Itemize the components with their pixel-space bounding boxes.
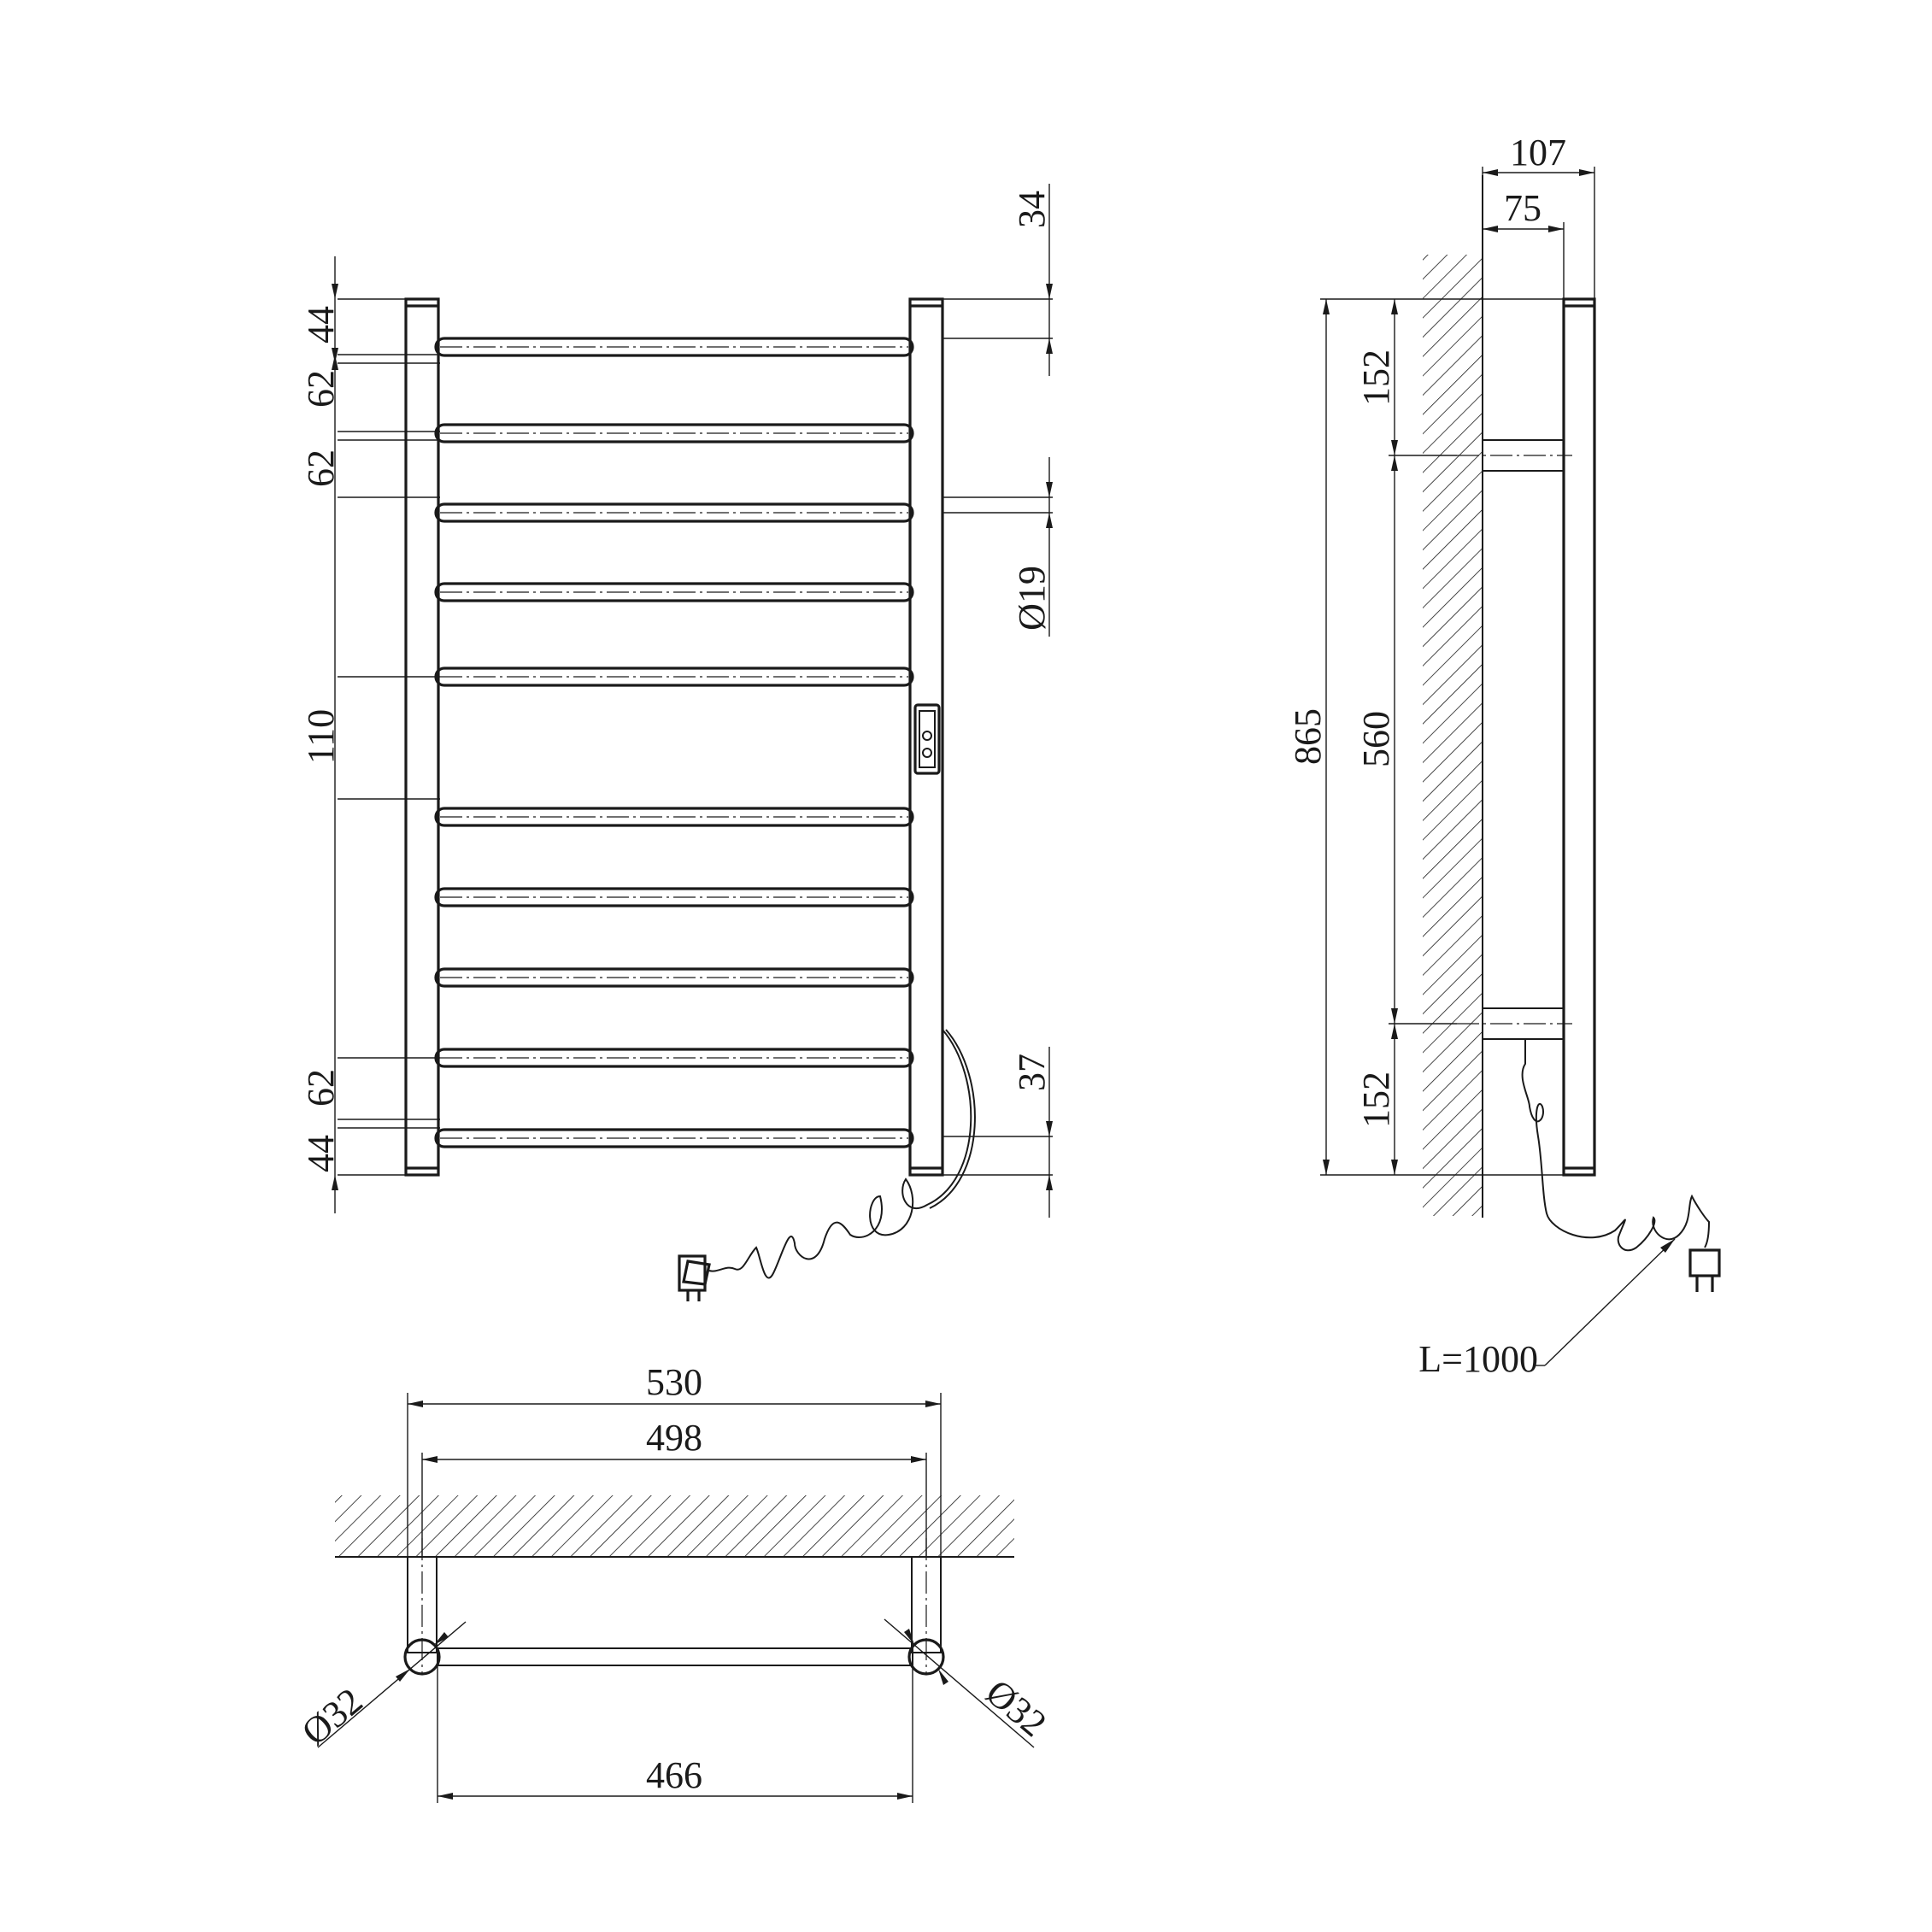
power-cable bbox=[678, 1029, 976, 1301]
horizontal-bar-8 bbox=[434, 967, 914, 988]
right-post bbox=[908, 297, 944, 1177]
dim-right-diameter: Ø19 bbox=[1011, 566, 1053, 631]
dim-top-right-diameter: Ø32 bbox=[978, 1671, 1055, 1745]
dim-left-4: 110 bbox=[300, 709, 342, 764]
dim-side-865: 865 bbox=[1287, 708, 1329, 765]
dim-left-5: 62 bbox=[300, 1069, 342, 1107]
top-bar bbox=[437, 1647, 913, 1666]
top-left-tube bbox=[403, 1638, 441, 1676]
dim-left-3: 62 bbox=[300, 449, 342, 487]
dim-left-1: 44 bbox=[300, 306, 342, 344]
dim-top-left-diameter: Ø32 bbox=[294, 1680, 371, 1753]
horizontal-bar-1 bbox=[434, 337, 914, 357]
dim-top-498: 498 bbox=[646, 1417, 702, 1459]
horizontal-bar-10 bbox=[434, 1128, 914, 1148]
dim-left-2: 62 bbox=[300, 370, 342, 408]
top-view: 530 498 466 Ø32 Ø32 bbox=[294, 1361, 1054, 1803]
horizontal-bar-7 bbox=[434, 887, 914, 907]
dim-left-6: 44 bbox=[300, 1135, 342, 1172]
right-dimension-chain: 34 Ø19 37 bbox=[943, 184, 1053, 1218]
dim-side-107: 107 bbox=[1510, 132, 1566, 173]
cable-length-label: L=1000 bbox=[1418, 1338, 1538, 1380]
top-right-tube bbox=[907, 1638, 945, 1676]
left-post bbox=[404, 297, 440, 1177]
front-view: 44 62 62 110 62 44 34 Ø19 37 bbox=[300, 184, 1053, 1301]
dim-right-top: 34 bbox=[1011, 191, 1053, 228]
top-wall-hatch bbox=[335, 1495, 1014, 1557]
wall-hatch bbox=[1423, 255, 1483, 1216]
horizontal-bar-4 bbox=[434, 582, 914, 602]
left-dimension-chain: 44 62 62 110 62 44 bbox=[300, 256, 440, 1213]
side-cable bbox=[1521, 1039, 1711, 1252]
dim-side-152-top: 152 bbox=[1355, 349, 1397, 406]
dim-top-466: 466 bbox=[646, 1754, 702, 1796]
horizontal-bar-6 bbox=[434, 807, 914, 827]
dim-side-560: 560 bbox=[1355, 711, 1397, 767]
horizontal-bar-2 bbox=[434, 423, 914, 443]
dim-side-152-bottom: 152 bbox=[1355, 1072, 1397, 1128]
thermostat-control-box bbox=[913, 703, 941, 775]
dim-side-75: 75 bbox=[1504, 187, 1541, 229]
side-post bbox=[1562, 297, 1596, 1177]
dim-right-bottom: 37 bbox=[1011, 1054, 1053, 1091]
horizontal-bar-3 bbox=[434, 502, 914, 523]
side-plug bbox=[1688, 1248, 1721, 1292]
side-view: 107 75 865 152 560 152 L=1000 bbox=[1287, 132, 1721, 1380]
horizontal-bars bbox=[434, 337, 914, 1148]
dim-top-530: 530 bbox=[646, 1361, 702, 1403]
